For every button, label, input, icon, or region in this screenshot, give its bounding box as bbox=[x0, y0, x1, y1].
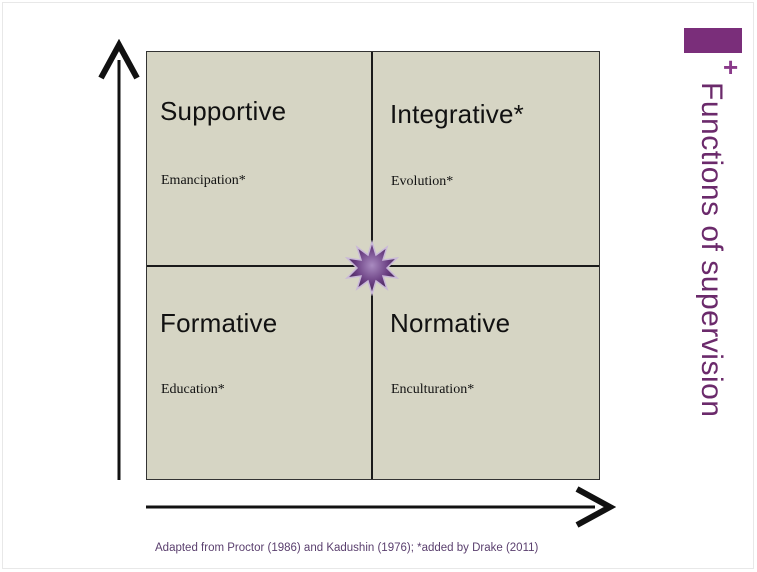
plus-icon: + bbox=[723, 52, 739, 82]
quadrant-subtitle-integrative: Evolution* bbox=[391, 174, 454, 189]
quadrant-title-formative: Formative bbox=[160, 308, 278, 338]
quadrant-subtitle-normative: Enculturation* bbox=[391, 382, 475, 397]
quadrant-title-integrative: Integrative* bbox=[390, 99, 524, 129]
quadrant-grid: Supportive Emancipation* Integrative* Ev… bbox=[146, 51, 600, 480]
quadrant-title-supportive: Supportive bbox=[160, 96, 287, 126]
slide-title: Functions of supervision bbox=[695, 82, 728, 418]
quadrant-subtitle-formative: Education* bbox=[161, 382, 225, 397]
star-icon bbox=[344, 240, 400, 296]
accent-bar bbox=[684, 28, 742, 53]
quadrant-title-normative: Normative bbox=[390, 308, 511, 338]
quadrant-subtitle-supportive: Emancipation* bbox=[161, 173, 246, 188]
source-caption: Adapted from Proctor (1986) and Kadushin… bbox=[155, 542, 539, 554]
